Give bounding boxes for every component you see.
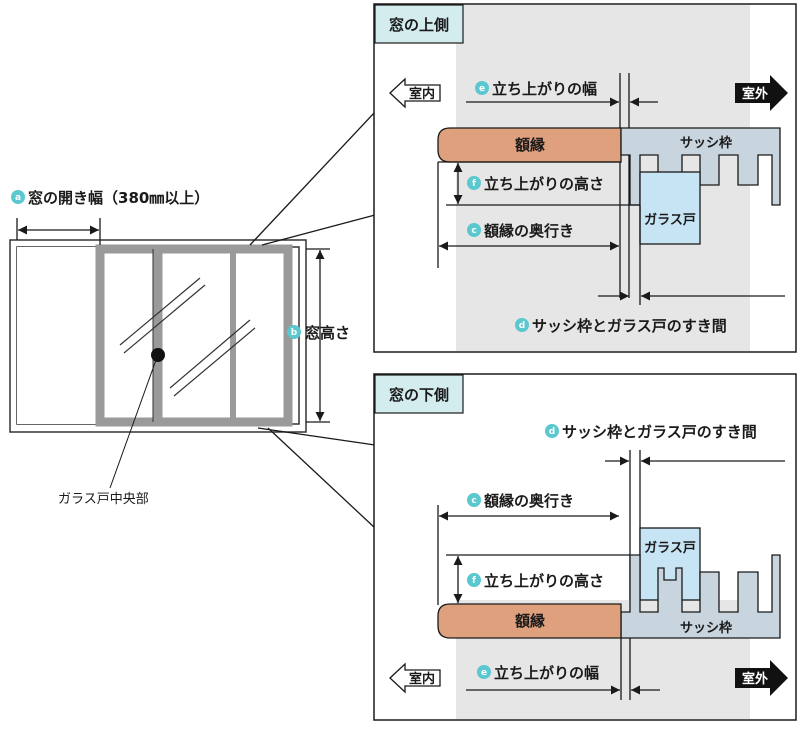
window-height-label: 窓高さ [305,324,350,342]
glass-center-leader [109,359,157,489]
sash-label-bottom: サッシ枠 [680,620,732,636]
badge-d-top-letter: d [519,321,525,331]
glass-center-label: ガラス戸中央部 [58,492,149,507]
window-width-label: 窓の開き幅（380㎜以上） [28,189,209,207]
window-opening [17,247,97,424]
badge-b-letter: b [291,328,298,338]
sash-frame-bottom [620,554,781,639]
badge-a-letter: a [15,193,21,203]
glass-center-point [151,348,165,362]
outdoor-arrow-bottom [735,660,788,696]
outdoor-arrow-top [735,75,788,111]
badge-f-top [467,176,481,190]
badge-d-bottom-letter: d [549,427,555,437]
badge-e-bottom [477,665,491,679]
badge-f-bottom [467,573,481,587]
frame-wood-bottom [437,603,622,639]
indoor-label-top: 室内 [409,86,435,102]
gap-label-bottom: サッシ枠とガラス戸のすき間 [562,423,757,441]
top-section-panel: 窓の上側 室内 室外 e 立ち上がりの幅 額縁 サッシ枠 ガラス戸 f 立ち上が… [373,3,797,353]
badge-c-top-letter: c [471,226,476,236]
frame-label-top: 額縁 [514,136,545,154]
indoor-arrow-top [389,77,441,109]
badge-a [11,190,25,204]
frame-depth-label-top: 額縁の奥行き [483,222,574,240]
badge-b [287,325,301,339]
outdoor-label-top: 室外 [742,86,768,102]
indoor-arrow-bottom [389,662,441,694]
top-panel-title: 窓の上側 [389,16,449,34]
top-panel-title-box [374,4,464,44]
rise-width-label-top: 立ち上がりの幅 [492,80,597,98]
rise-height-label-top: 立ち上がりの高さ [484,175,604,193]
glass-door-label-bottom: ガラス戸 [644,541,696,556]
glass-door-top [639,171,701,245]
bottom-panel-title: 窓の下側 [389,386,449,404]
badge-d-top [515,318,529,332]
indoor-label-bottom: 室内 [409,671,435,687]
rise-width-label-bottom: 立ち上がりの幅 [494,664,599,682]
badge-e-bottom-letter: e [481,668,487,678]
badge-e-top-letter: e [479,84,485,94]
badge-d-bottom [545,424,559,438]
rise-height-label-bottom: 立ち上がりの高さ [484,572,604,590]
frame-depth-label-bottom: 額縁の奥行き [483,492,574,510]
badge-e-top [475,81,489,95]
badge-c-top [467,223,481,237]
bottom-panel-title-box [374,374,464,414]
callout-top-1 [249,111,376,246]
outdoor-label-bottom: 室外 [742,671,768,687]
glass-door-label-top: ガラス戸 [644,213,696,228]
glass-reflection-lines [119,277,256,397]
sash-label-top: サッシ枠 [680,135,732,151]
badge-c-bottom-letter: c [471,496,476,506]
callout-top-2 [261,214,376,246]
badge-c-bottom [467,493,481,507]
badge-f-bottom-letter: f [472,576,476,586]
gap-label-top: サッシ枠とガラス戸のすき間 [532,317,727,335]
frame-label-bottom: 額縁 [514,612,545,630]
window-elevation: ガラス戸中央部 a 窓の開き幅（380㎜以上） b 窓高さ [9,111,376,529]
callout-bot-1 [257,427,376,446]
callout-bot-2 [267,427,376,529]
badge-f-top-letter: f [472,179,476,189]
bottom-section-panel: 窓の下側 d サッシ枠とガラス戸のすき間 c 額縁の奥行き ガラス戸 サッシ枠 … [373,373,797,721]
